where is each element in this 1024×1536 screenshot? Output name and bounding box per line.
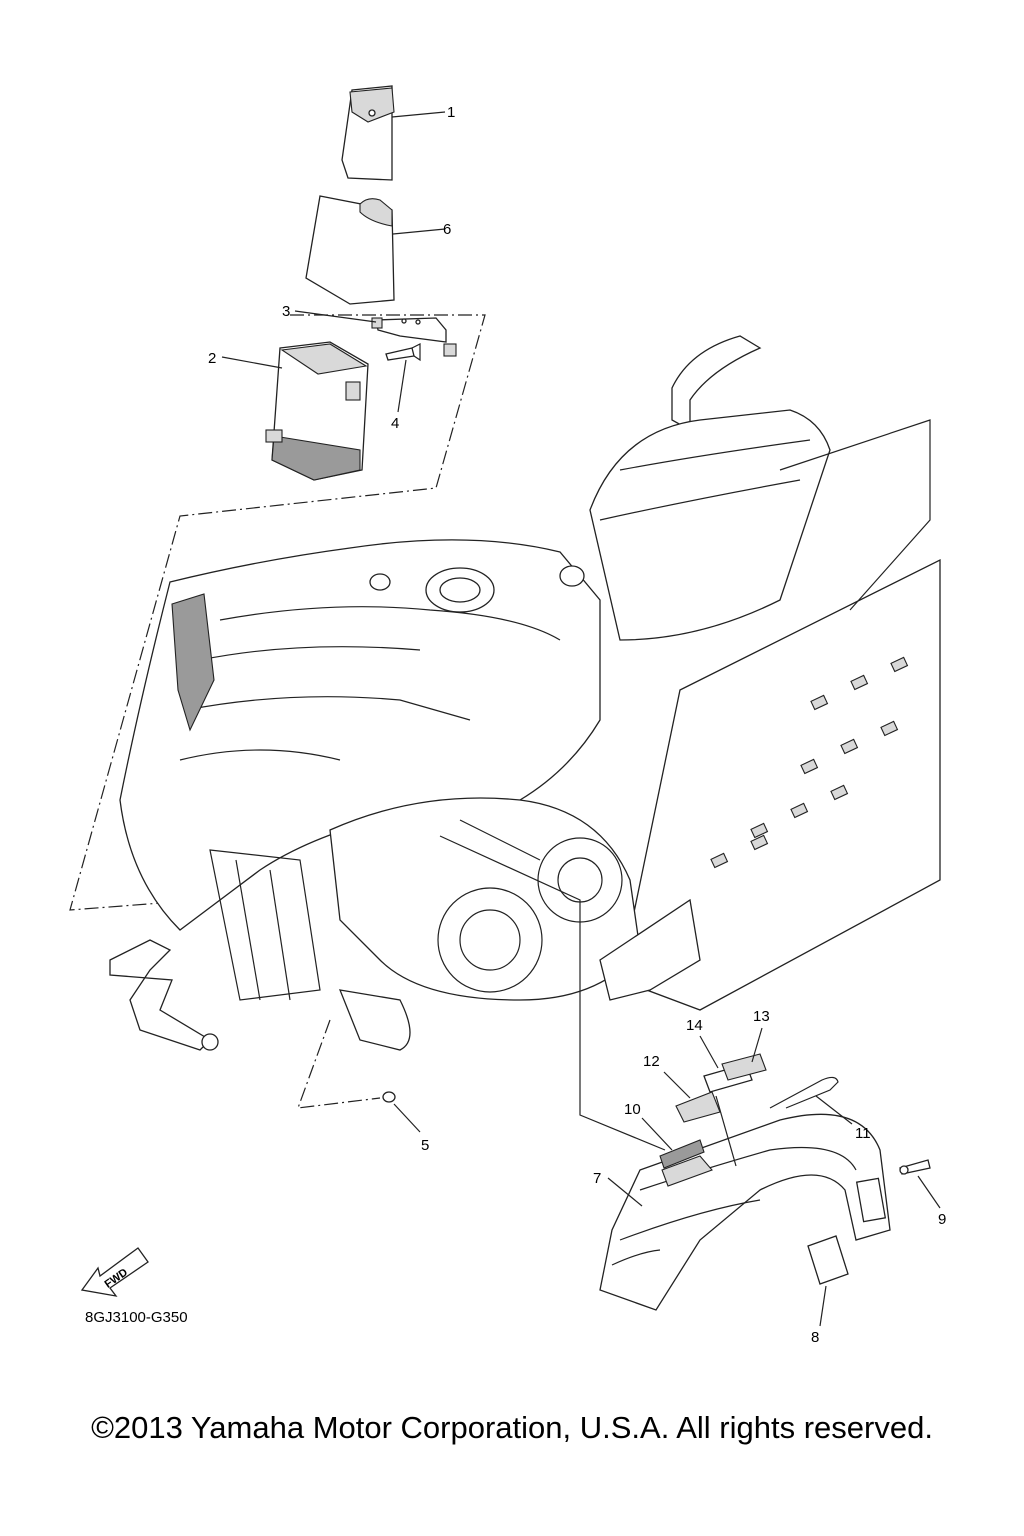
part-1-pouch: [341, 85, 446, 181]
callout-labels: 1 2 3 4 5 6 7 8 9 10 11 12 13 14: [208, 104, 946, 1346]
callout-1: 1: [447, 104, 455, 121]
group-outline-lower: [297, 1019, 381, 1109]
callout-12: 12: [643, 1053, 660, 1070]
part-4-screw: [385, 343, 421, 413]
part-7-snow-flap: [599, 1113, 891, 1311]
callout-7: 7: [593, 1170, 601, 1187]
part-6-cover: [305, 195, 446, 305]
callout-13: 13: [753, 1008, 770, 1025]
callout-10: 10: [624, 1101, 641, 1118]
callout-6: 6: [443, 221, 451, 238]
snowmobile-body: [109, 335, 941, 1051]
part-13-label: [721, 1027, 767, 1081]
leader-flap: [579, 1020, 666, 1151]
copyright-notice: ©2013 Yamaha Motor Corporation, U.S.A. A…: [91, 1410, 933, 1445]
part-5-washer: [382, 1091, 421, 1133]
drawing-code: 8GJ3100-G350: [85, 1309, 188, 1326]
part-2-battery: [221, 341, 369, 481]
part-10-plate: [641, 1117, 713, 1187]
part-8-plate: [807, 1235, 849, 1327]
group-outline-upper: [69, 314, 486, 911]
callout-11: 11: [855, 1125, 871, 1142]
callout-5: 5: [421, 1137, 429, 1154]
callout-14: 14: [686, 1017, 703, 1034]
callout-4: 4: [391, 415, 399, 432]
leader-label-stack: [715, 1095, 737, 1167]
callout-3: 3: [282, 303, 290, 320]
part-9-rivet: [899, 1159, 941, 1209]
part-11-rod: [769, 1076, 853, 1125]
callout-9: 9: [938, 1211, 946, 1228]
callout-8: 8: [811, 1329, 819, 1346]
part-3-bracket: [294, 310, 457, 357]
forward-arrow-icon: FWD: [80, 1247, 149, 1297]
callout-2: 2: [208, 350, 216, 367]
